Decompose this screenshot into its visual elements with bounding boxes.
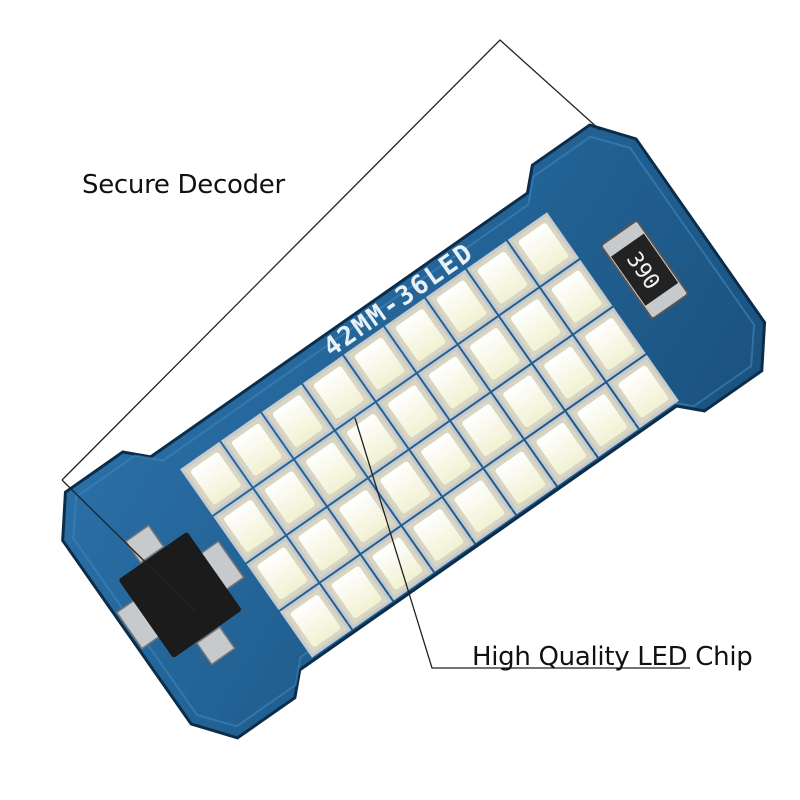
led-chip: [466, 240, 539, 315]
decoder-leader-line: [61, 39, 601, 481]
led-chip: [302, 355, 375, 430]
led-chip: [410, 422, 482, 496]
led-chip: [425, 269, 498, 344]
led-chip: [607, 354, 679, 429]
led-chip: [287, 508, 359, 582]
led-chip: [343, 327, 416, 401]
led-chip: [459, 317, 531, 391]
led-chip: [180, 441, 252, 516]
led-chip: [484, 440, 557, 515]
led-chip: [525, 412, 598, 486]
led-chip: [507, 212, 580, 286]
led-chip: [402, 498, 475, 572]
callout-lines: [61, 39, 690, 669]
led-chip: [213, 489, 285, 563]
resistor: 390: [600, 220, 689, 320]
led-chip: [361, 526, 434, 601]
led-chip: [295, 431, 367, 506]
led-chip: [566, 383, 639, 457]
led-chip: [328, 479, 400, 553]
led-chip: [540, 259, 613, 334]
led-chip: [320, 555, 393, 629]
led-chip: [451, 393, 523, 467]
led-chip: [443, 469, 516, 543]
led-chip-grid: [180, 212, 679, 658]
led-chip: [418, 345, 490, 420]
decoder-ic: [115, 524, 245, 666]
led-chip-label: High Quality LED Chip: [472, 642, 753, 672]
led-chip: [221, 413, 293, 487]
secure-decoder-label: Secure Decoder: [82, 170, 285, 200]
led-chip: [377, 374, 449, 448]
led-chip: [574, 307, 646, 381]
led-chip: [254, 460, 326, 534]
led-chip: [246, 536, 319, 611]
led-chip-leader-line: [354, 417, 690, 669]
led-chip: [492, 364, 564, 439]
led-chip: [533, 336, 605, 410]
led-chip: [384, 298, 457, 372]
led-chip: [279, 584, 352, 658]
led-chip: [261, 384, 334, 458]
decoder-leader-line-lower: [61, 479, 197, 613]
led-chip: [500, 288, 572, 362]
pcb-group: 42MM-36LED 390: [61, 123, 767, 740]
led-chip: [369, 450, 441, 525]
